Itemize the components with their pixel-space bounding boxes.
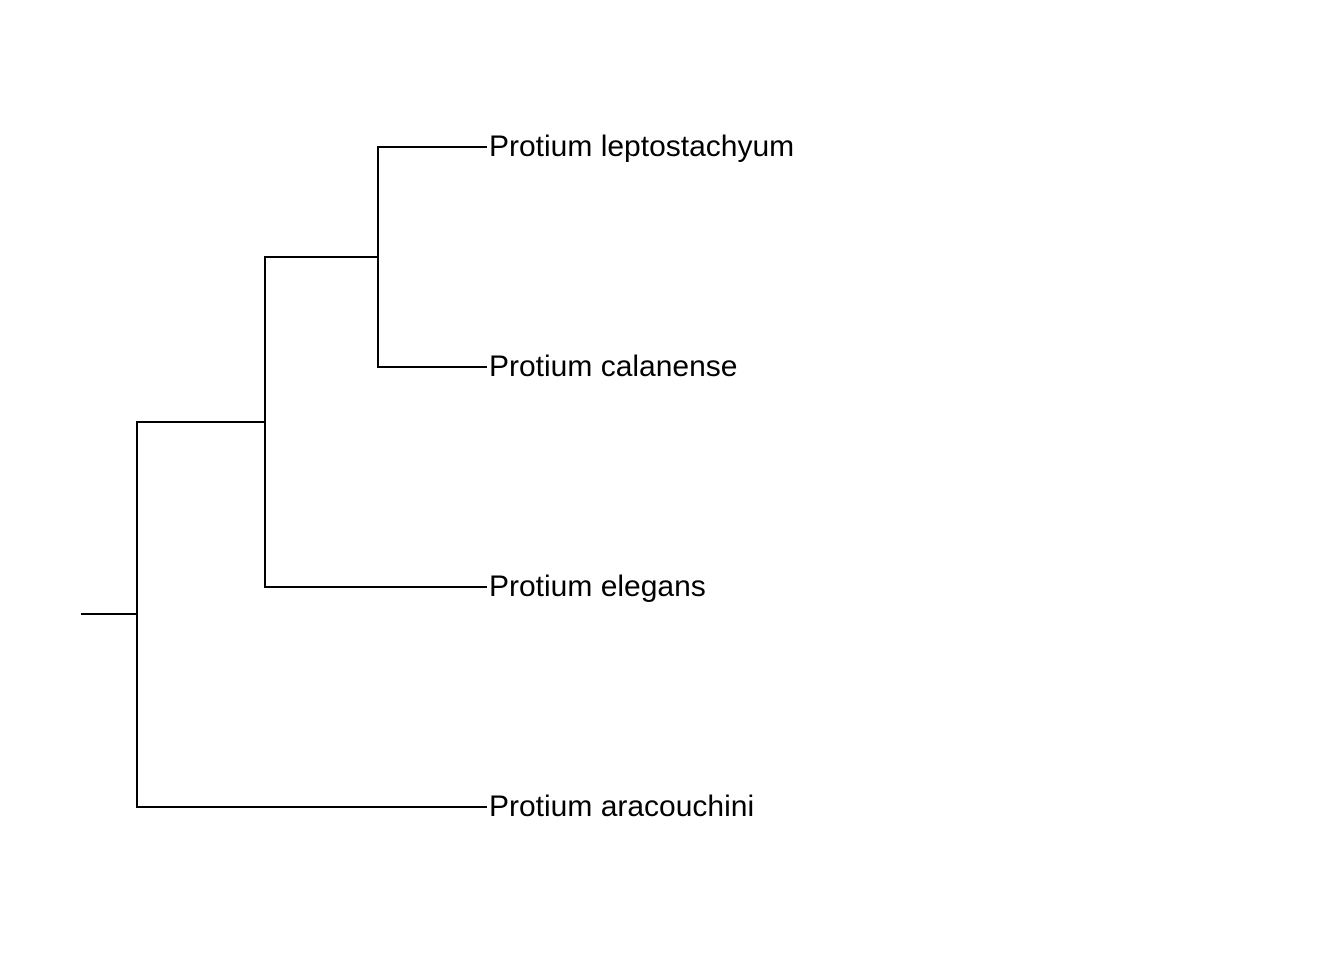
taxon-label-protium-leptostachyum: Protium leptostachyum bbox=[489, 130, 795, 163]
taxon-label-protium-calanense: Protium calanense bbox=[489, 350, 738, 383]
taxon-label-protium-aracouchini: Protium aracouchini bbox=[489, 790, 755, 823]
taxon-label-protium-elegans: Protium elegans bbox=[489, 570, 706, 603]
